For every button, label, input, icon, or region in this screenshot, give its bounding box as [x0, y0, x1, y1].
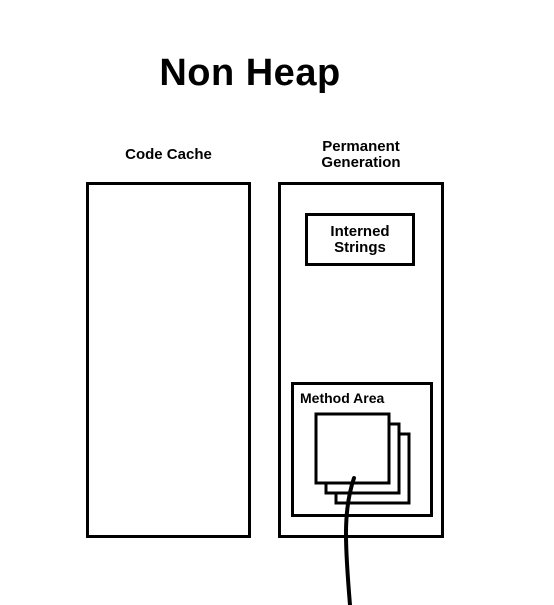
diagram-title: Non Heap [159, 52, 341, 94]
code-cache-label: Code Cache [125, 146, 212, 163]
method-area-label: Method Area [300, 390, 385, 406]
method-card-stack [314, 412, 411, 505]
code-cache-box [86, 182, 251, 538]
connector-line [344, 476, 356, 605]
method-card [314, 412, 391, 485]
permanent-generation-label: Permanent Generation [321, 138, 401, 171]
interned-strings-box: Interned Strings [305, 213, 415, 266]
